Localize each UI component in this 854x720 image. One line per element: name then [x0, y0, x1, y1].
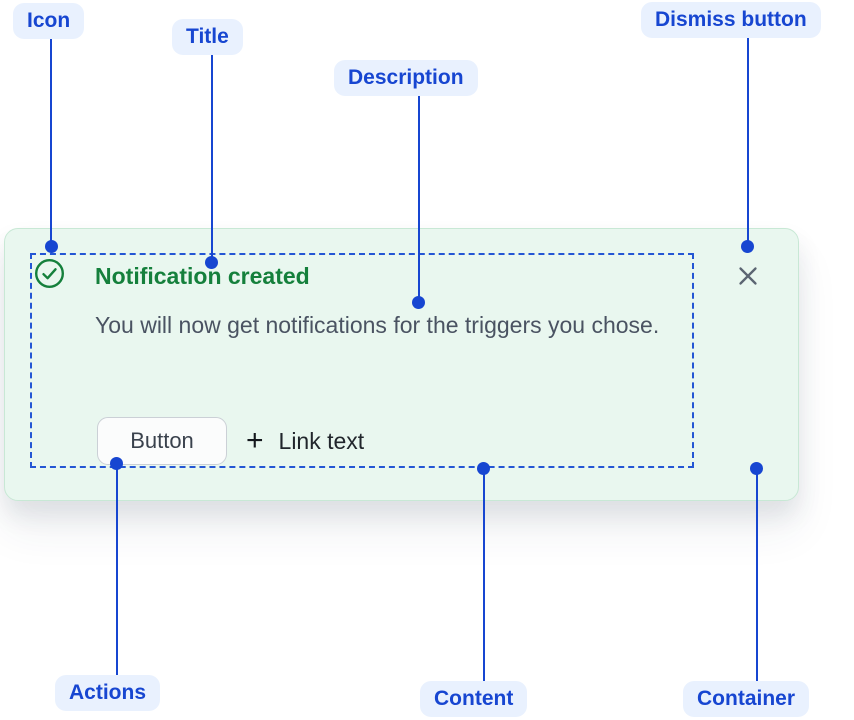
annotation-label-actions: Actions	[55, 675, 161, 711]
action-link-label: Link text	[278, 427, 365, 454]
notification-content-region	[30, 253, 694, 468]
container-connector-line	[756, 469, 758, 681]
container-connector-dot	[750, 462, 763, 475]
content-connector-dot	[477, 462, 490, 475]
icon-connector-line	[50, 39, 52, 247]
description-connector-line	[418, 96, 420, 303]
annotation-label-content: Content	[420, 681, 528, 717]
annotation-label-icon: Icon	[13, 3, 85, 39]
title-connector-dot	[205, 256, 218, 269]
dismiss-connector-line	[747, 38, 749, 247]
check-circle-icon	[34, 258, 65, 289]
annotation-label-dismiss-button: Dismiss button	[641, 2, 821, 38]
actions-connector-dot	[110, 457, 123, 470]
icon-connector-dot	[45, 240, 58, 253]
notification-description: You will now get notifications for the t…	[95, 312, 660, 338]
dismiss-connector-dot	[741, 240, 754, 253]
annotation-label-container: Container	[683, 681, 810, 717]
dismiss-button[interactable]	[733, 261, 763, 291]
plus-icon: +	[246, 424, 264, 457]
actions-connector-line	[116, 465, 118, 675]
annotation-label-title: Title	[172, 19, 243, 55]
action-link[interactable]: + Link text	[246, 417, 364, 465]
annotation-label-description: Description	[334, 60, 478, 96]
close-icon	[739, 267, 757, 285]
description-connector-dot	[412, 296, 425, 309]
content-connector-line	[483, 469, 485, 681]
title-connector-line	[211, 54, 213, 263]
notification-title: Notification created	[95, 263, 310, 289]
